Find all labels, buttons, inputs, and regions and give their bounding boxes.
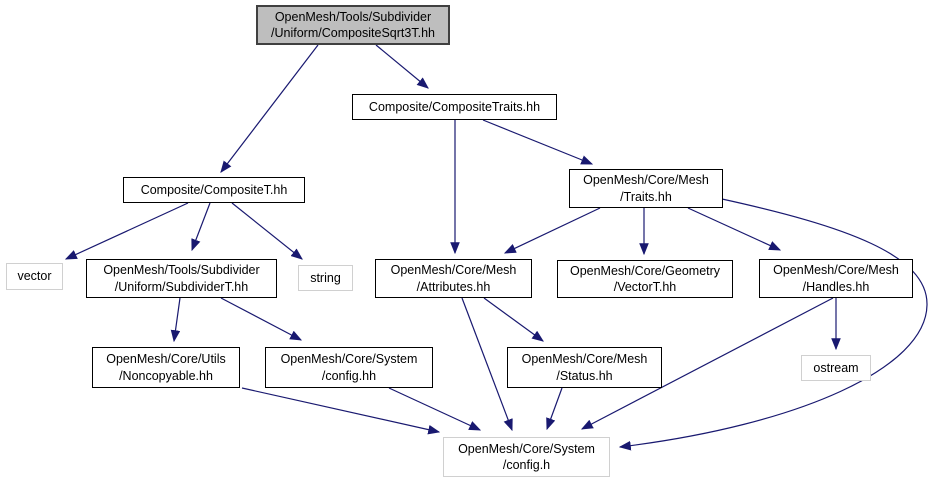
node-composite-traits[interactable]: Composite/CompositeTraits.hh (352, 94, 557, 120)
node-composite-sqrt3t: OpenMesh/Tools/Subdivider /Uniform/Compo… (256, 5, 450, 45)
edge-traits-to-attributes (503, 207, 601, 254)
node-traits[interactable]: OpenMesh/Core/Mesh /Traits.hh (569, 169, 723, 208)
edge-traits-to-configh (618, 198, 928, 451)
edge-attributes-to-status (483, 297, 544, 342)
edge-compositet-to-vector (64, 202, 189, 260)
node-config-hh[interactable]: OpenMesh/Core/System /config.hh (265, 347, 433, 388)
edge-compositetraits-to-traits (482, 119, 594, 165)
node-attributes[interactable]: OpenMesh/Core/Mesh /Attributes.hh (375, 259, 532, 298)
node-vector-t[interactable]: OpenMesh/Core/Geometry /VectorT.hh (557, 260, 733, 298)
edge-handles-to-configh (580, 297, 834, 430)
node-noncopyable[interactable]: OpenMesh/Core/Utils /Noncopyable.hh (92, 347, 240, 388)
node-status[interactable]: OpenMesh/Core/Mesh /Status.hh (507, 347, 662, 388)
node-handles[interactable]: OpenMesh/Core/Mesh /Handles.hh (759, 259, 913, 298)
node-ostream: ostream (801, 355, 871, 381)
edge-confighh-to-configh (388, 387, 482, 431)
node-composite-t[interactable]: Composite/CompositeT.hh (123, 177, 305, 203)
edge-compositesqrt3t-to-compositet (220, 44, 319, 173)
edge-compositet-to-subdividert (191, 202, 211, 252)
edge-noncopyable-to-configh (241, 387, 441, 435)
node-subdivider-t[interactable]: OpenMesh/Tools/Subdivider /Uniform/Subdi… (86, 259, 277, 298)
node-string: string (298, 265, 353, 291)
edge-subdividert-to-noncopyable (170, 297, 181, 343)
node-config-h: OpenMesh/Core/System /config.h (443, 437, 610, 477)
edge-subdividert-to-confighh (220, 297, 303, 341)
edge-attributes-to-configh (461, 297, 513, 432)
edge-compositesqrt3t-to-compositetraits (375, 44, 429, 89)
edge-status-to-configh (546, 387, 563, 431)
node-vector: vector (6, 263, 63, 290)
edge-compositet-to-string (231, 202, 303, 260)
edge-traits-to-handles (687, 207, 782, 251)
